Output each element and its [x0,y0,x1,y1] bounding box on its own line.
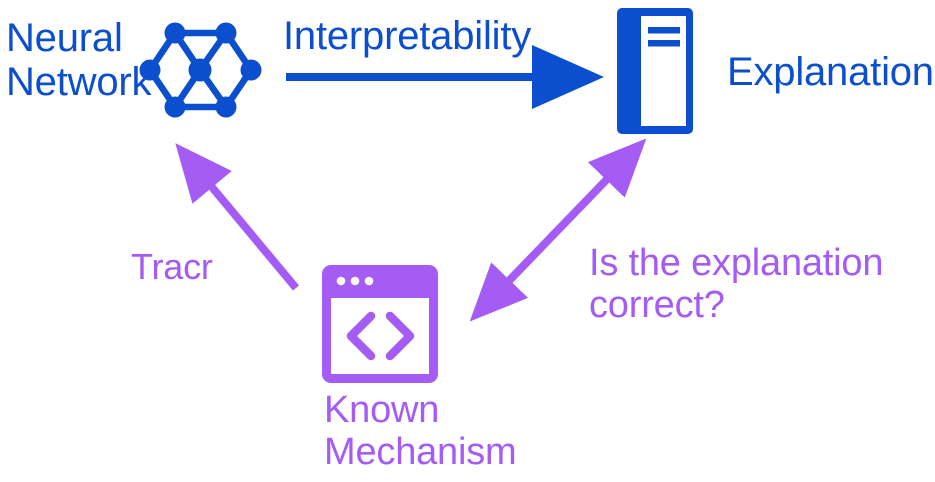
tracr-edge-label: Tracr [131,246,213,287]
explanation-label: Explanation [727,50,934,94]
verification-edge-label: Is the explanation correct? [589,242,884,326]
tracr-arrow [175,143,300,291]
code-chevrons-icon [346,311,415,361]
neural-network-icon [139,22,262,118]
book-document-icon [617,8,693,134]
interpretability-edge-label: Interpretability [283,14,532,58]
known-mechanism-label: Known Mechanism [324,389,517,473]
neural-network-label: Neural Network [6,16,152,104]
window-dots-icon [336,276,374,286]
code-window-icon [322,265,438,383]
